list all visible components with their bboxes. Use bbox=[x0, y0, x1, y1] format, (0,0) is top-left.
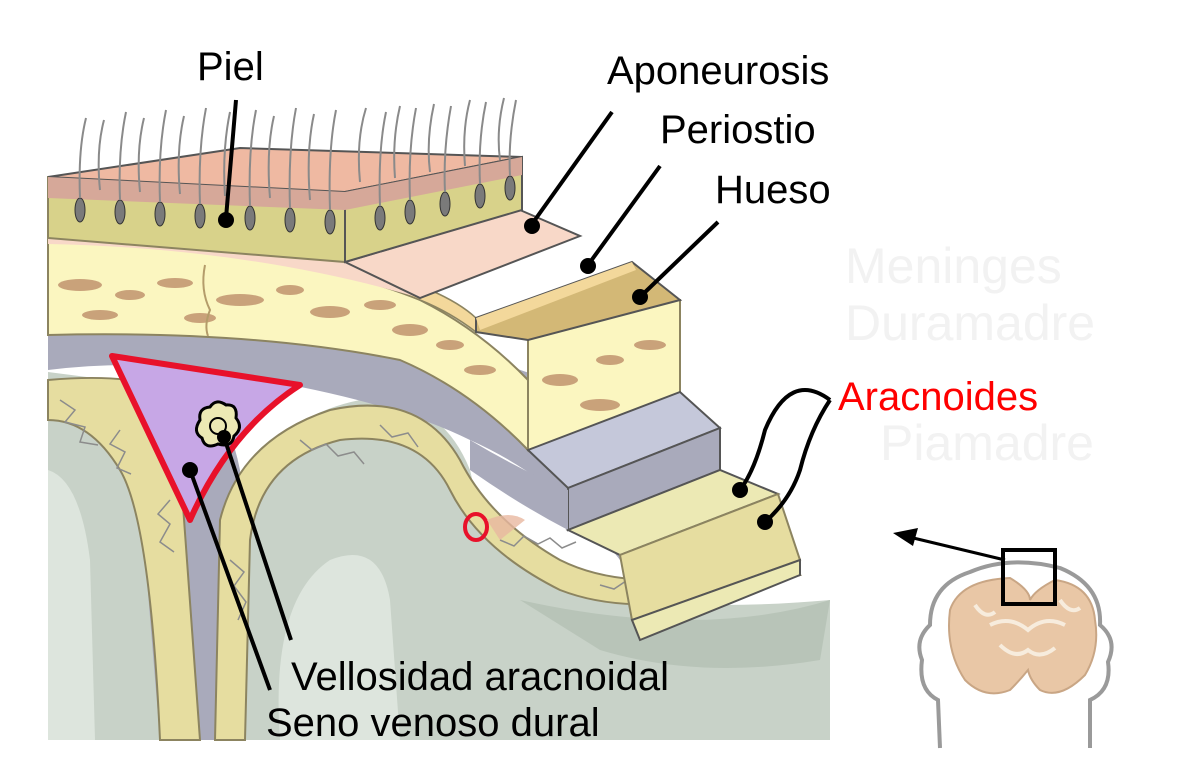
coronal-brain-section-icon bbox=[917, 548, 1114, 749]
label-hueso: Hueso bbox=[715, 168, 831, 212]
pointer-arrow-icon bbox=[893, 528, 1006, 562]
skin-layer bbox=[47, 97, 523, 264]
label-vellosidad-aracnoidal: Vellosidad aracnoidal bbox=[291, 655, 669, 699]
label-aracnoides: Aracnoides bbox=[838, 375, 1038, 419]
dura-step bbox=[470, 390, 722, 532]
label-periostio: Periostio bbox=[660, 108, 816, 152]
faded-label-duramadre: Duramadre bbox=[845, 295, 1095, 351]
label-aponeurosis: Aponeurosis bbox=[607, 49, 829, 93]
leader-lines bbox=[188, 99, 832, 691]
label-seno-venoso-dural: Seno venoso dural bbox=[266, 701, 600, 745]
leader-dots bbox=[182, 212, 773, 530]
label-piel: Piel bbox=[197, 45, 264, 89]
arachnoid-step bbox=[565, 468, 802, 642]
faded-label-piamadre: Piamadre bbox=[880, 415, 1094, 471]
faded-label-meninges: Meninges bbox=[845, 238, 1062, 294]
subarachnoid-space bbox=[47, 376, 803, 741]
